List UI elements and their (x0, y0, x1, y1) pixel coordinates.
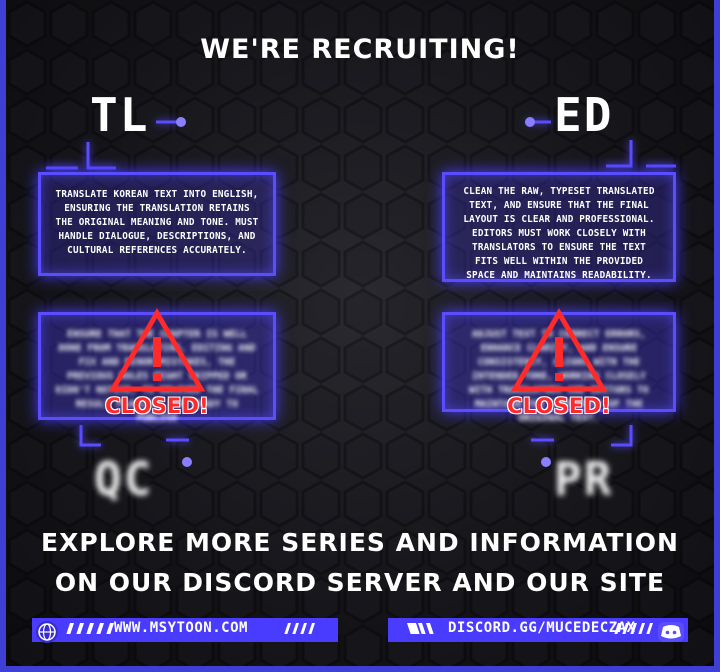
role-pr-label: PR (554, 452, 614, 506)
qc-closed-label: CLOSED! (105, 394, 209, 418)
discord-icon[interactable] (658, 622, 684, 642)
poster: WE'RE RECRUITING! TL ED QC PR Translate … (6, 0, 714, 666)
role-qc-label: QC (94, 452, 154, 506)
site-link[interactable]: WWW.MSYTOON.COM (114, 620, 248, 636)
role-tl-label: TL (90, 88, 150, 142)
cta-line-1: EXPLORE MORE SERIES AND INFORMATION (41, 528, 679, 557)
page-title: WE'RE RECRUITING! (200, 34, 520, 65)
globe-icon[interactable] (36, 621, 58, 643)
ed-description: Clean the raw, typeset translated text, … (463, 186, 655, 281)
stripe-decoration (284, 623, 315, 634)
warning-icon (511, 308, 607, 392)
ed-description-panel: Clean the raw, typeset translated text, … (442, 172, 676, 282)
qc-description-panel: Ensure that the chapter is well done fro… (38, 308, 276, 424)
stripe-decoration (66, 623, 114, 634)
discord-link[interactable]: DISCORD.GG/MUCEDECZAX (448, 620, 636, 636)
hex-pattern (6, 0, 714, 666)
warning-icon (109, 308, 205, 392)
stripe-decoration (407, 623, 434, 634)
pr-description-panel: Adjust text to correct errors, enhance c… (442, 308, 676, 424)
pr-closed-label: CLOSED! (507, 394, 611, 418)
discord-footer-bar (388, 618, 688, 642)
tl-description: Translate Korean text into English, ensu… (55, 189, 259, 256)
cta-line-2: ON OUR DISCORD SERVER AND OUR SITE (54, 568, 666, 597)
tl-description-panel: Translate Korean text into English, ensu… (38, 172, 276, 276)
stripe-decoration (614, 623, 653, 634)
connector-lines (46, 117, 676, 467)
role-ed-label: ED (554, 88, 614, 142)
